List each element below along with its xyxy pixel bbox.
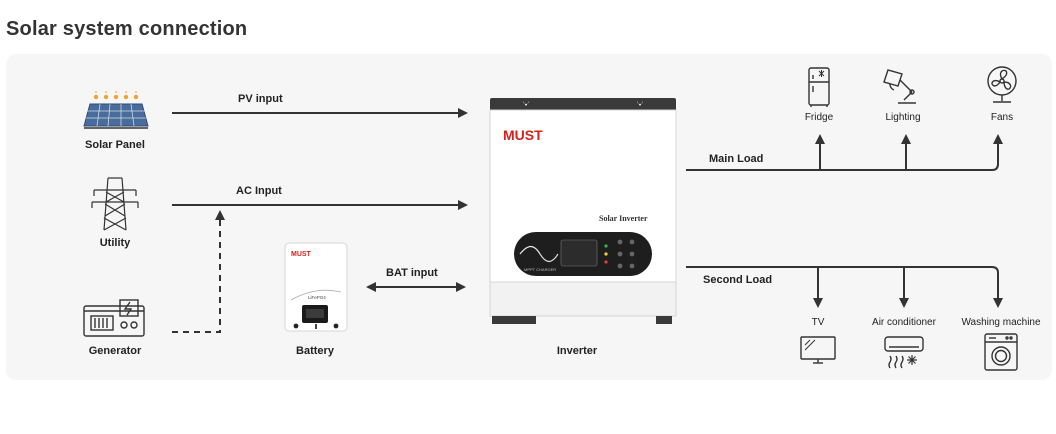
- solar-panel-icon: [83, 91, 149, 129]
- fridge-icon: [808, 67, 830, 107]
- utility-tower-icon: [91, 177, 139, 231]
- inverter-model-text: Solar Inverter: [599, 214, 648, 223]
- pv-input-label: PV input: [238, 93, 283, 105]
- generator-label: Generator: [89, 345, 142, 357]
- main-load-bus: [686, 134, 1003, 171]
- tv-label: TV: [812, 317, 825, 328]
- main-load-label: Main Load: [709, 153, 763, 165]
- inverter-brand: MUST: [503, 127, 543, 143]
- bat-input-label: BAT input: [386, 267, 438, 279]
- fans-label: Fans: [991, 112, 1013, 123]
- fridge-label: Fridge: [805, 112, 834, 123]
- battery-brand: MUST: [291, 251, 312, 258]
- tv-icon: [800, 336, 836, 364]
- ac-input-label: AC Input: [236, 185, 282, 197]
- lighting-icon: [883, 69, 916, 104]
- battery-label: Battery: [296, 345, 335, 357]
- generator-dashed-line: [172, 210, 225, 333]
- air-conditioner-icon: [884, 336, 924, 369]
- solar-panel-label: Solar Panel: [85, 139, 145, 151]
- fan-icon: [987, 66, 1017, 103]
- battery-badge: LiFePO4: [308, 295, 326, 300]
- washing-machine-label: Washing machine: [961, 317, 1041, 328]
- second-load-label: Second Load: [703, 274, 772, 286]
- inverter-label: Inverter: [557, 345, 598, 357]
- second-load-bus: [686, 266, 1003, 308]
- inverter-device: MUST Solar Inverter MPPT CHARGER: [489, 98, 677, 324]
- page-title: Solar system connection: [6, 18, 248, 40]
- generator-icon: [83, 299, 145, 337]
- lighting-label: Lighting: [885, 112, 920, 123]
- air-conditioner-label: Air conditioner: [872, 317, 937, 328]
- inverter-display-text: MPPT CHARGER: [524, 267, 556, 272]
- battery-device: MUST LiFePO4: [284, 242, 348, 332]
- utility-label: Utility: [100, 237, 131, 249]
- washing-machine-icon: [984, 333, 1018, 371]
